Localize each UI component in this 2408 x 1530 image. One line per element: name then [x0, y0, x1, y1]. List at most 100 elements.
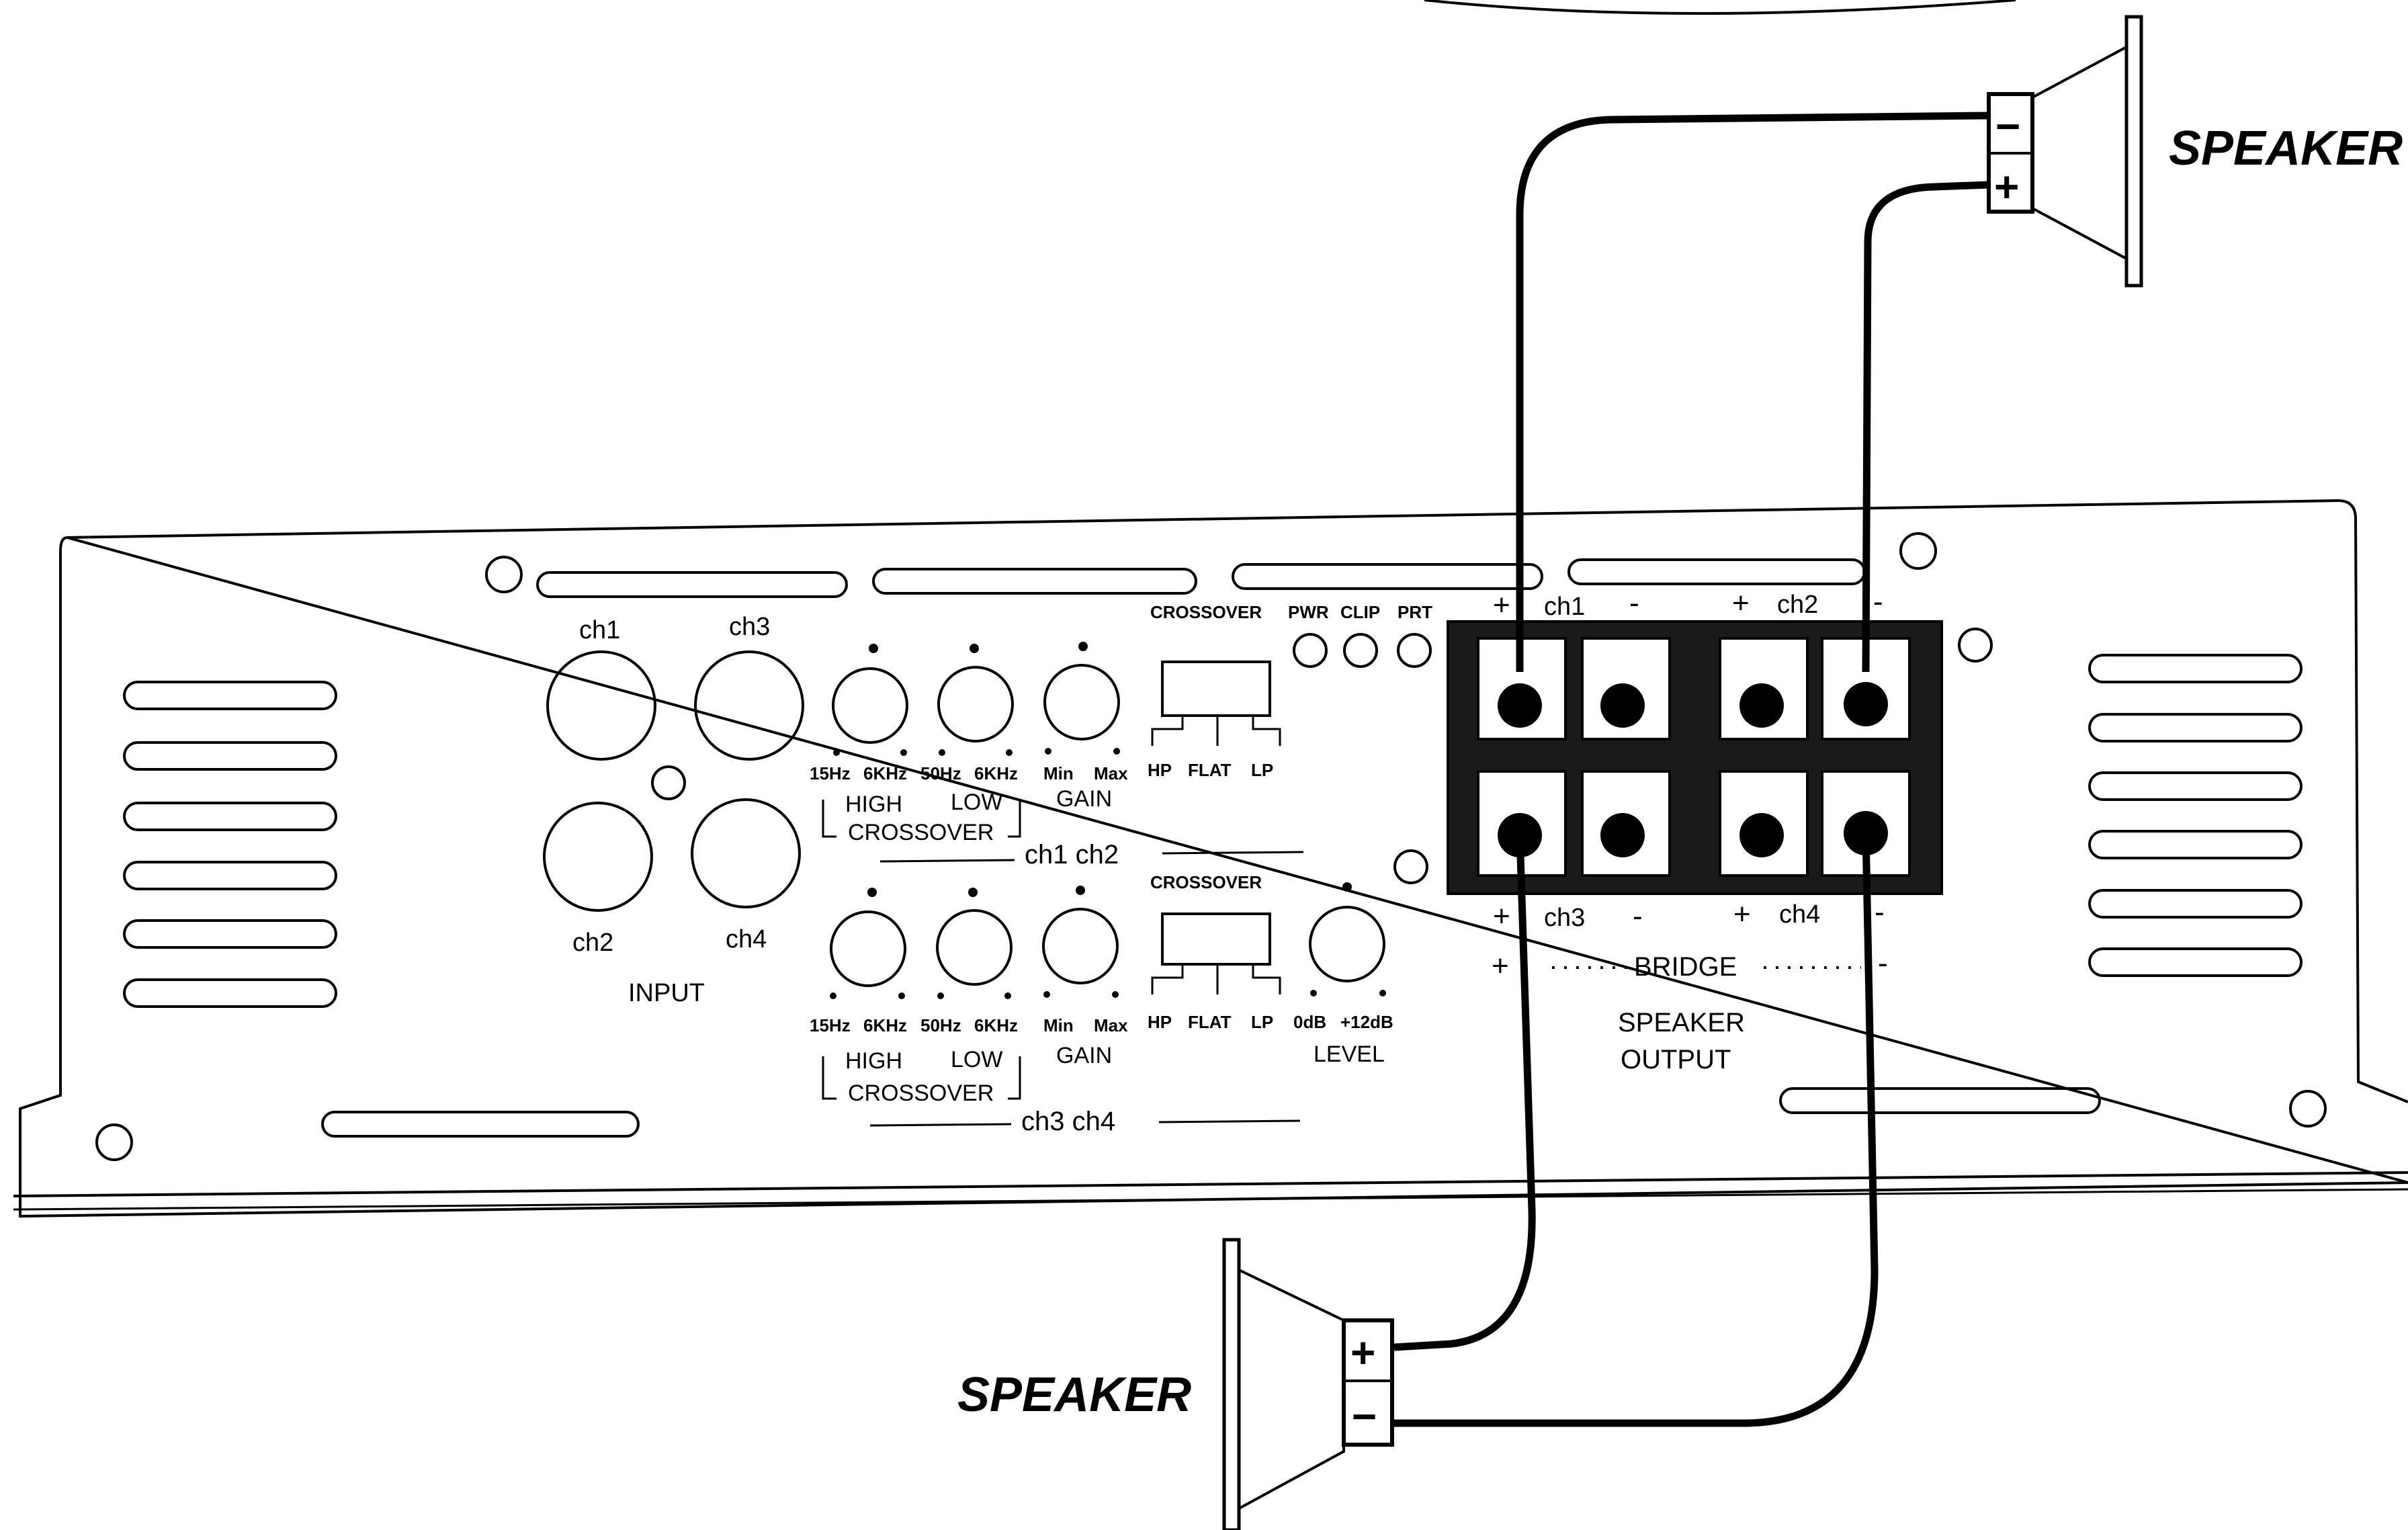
channels-label-ch1-ch2: ch1 ch2 [1025, 840, 1119, 869]
svg-text:-: - [1633, 900, 1643, 933]
gain-label: GAIN [1056, 786, 1112, 812]
mounting-hole [1899, 532, 1937, 570]
svg-text:+12dB: +12dB [1340, 1012, 1393, 1032]
svg-text:Min: Min [1043, 763, 1074, 783]
level-knob[interactable] [1309, 906, 1385, 982]
wire-ch2-minus [1862, 181, 1989, 673]
svg-text:HP: HP [1148, 760, 1172, 780]
speaker-top-minus: − [1995, 102, 2020, 151]
crossover-switch-title: CROSSOVER [1150, 872, 1262, 892]
high-crossover-knob[interactable] [830, 910, 906, 987]
terminal-ch2-plus[interactable] [1719, 637, 1809, 740]
vent-slot [1779, 1087, 2101, 1114]
svg-text:6KHz: 6KHz [863, 763, 907, 783]
mounting-hole [1958, 628, 1993, 663]
high-crossover-knob[interactable] [832, 667, 908, 744]
svg-text:50Hz: 50Hz [920, 1015, 961, 1035]
output-ch3-label: ch3 [1544, 904, 1585, 932]
crossover-switch[interactable] [1161, 661, 1271, 717]
amplifier-panel: ch1 ch3 ch2 ch4 INPUT 15Hz 6KHz 50Hz 6KH… [13, 499, 2408, 1218]
low-label: LOW [951, 1047, 1002, 1072]
controls-ch3-ch4: 15Hz 6KHz 50Hz 6KHz Min Max 0dB +12dB HI… [810, 872, 1393, 1136]
speaker-output-title-2: OUTPUT [1621, 1045, 1731, 1074]
gain-label: GAIN [1056, 1043, 1112, 1068]
svg-text:Max: Max [1094, 1015, 1128, 1035]
indicators: PWR CLIP PRT [1288, 602, 1432, 668]
svg-text:CLIP: CLIP [1340, 602, 1380, 622]
speaker-top-plus: + [1994, 163, 2019, 211]
wire-ch4-minus [1394, 833, 1879, 1427]
speaker-bottom-terminal[interactable] [1342, 1318, 1394, 1447]
crossover-switch[interactable] [1161, 912, 1271, 966]
terminal-ch4-plus[interactable] [1719, 770, 1809, 877]
speaker-wires [1393, 112, 1989, 1427]
speaker-bottom-plus: + [1350, 1328, 1375, 1377]
svg-text:+: + [1493, 589, 1510, 622]
left-vents [123, 681, 337, 1008]
input-title: INPUT [628, 979, 705, 1007]
high-label: HIGH [845, 792, 902, 817]
vent-slot [1567, 558, 1866, 585]
speaker-output-block: + ch1 - + ch2 - + ch3 - + ch4 - + BRIDGE… [1447, 585, 1943, 1074]
svg-text:-: - [1875, 896, 1885, 929]
terminal-ch4-minus[interactable] [1821, 770, 1911, 877]
crossover-label: CROSSOVER [848, 1080, 994, 1106]
svg-text:+: + [1732, 587, 1750, 620]
svg-text:HP: HP [1148, 1012, 1172, 1032]
svg-text:FLAT: FLAT [1188, 1012, 1232, 1032]
speaker-bottom-label: SPEAKER [957, 1368, 1191, 1422]
wire-ch3-plus [1393, 835, 1536, 1351]
clip-led [1343, 633, 1378, 668]
terminal-ch2-minus[interactable] [1821, 637, 1911, 740]
prt-led [1397, 633, 1432, 668]
vent-slot [872, 568, 1197, 595]
bridge-label: BRIDGE [1634, 952, 1737, 982]
input-jack-ch1[interactable] [546, 650, 656, 761]
svg-text:6KHz: 6KHz [974, 763, 1018, 783]
svg-text:6KHz: 6KHz [974, 1015, 1018, 1035]
top-cable-arc [1424, 0, 2016, 15]
terminal-ch1-minus[interactable] [1581, 637, 1671, 740]
pwr-led [1293, 633, 1328, 668]
speaker-bottom: + − SPEAKER [957, 1238, 1394, 1530]
output-ch2-label: ch2 [1777, 591, 1818, 619]
vent-slot [536, 571, 848, 598]
input-ch1-label: ch1 [579, 616, 620, 644]
low-crossover-knob[interactable] [936, 909, 1013, 986]
input-jack-ch3[interactable] [694, 650, 804, 761]
svg-text:Max: Max [1094, 763, 1128, 783]
svg-text:-: - [1629, 587, 1639, 620]
speaker-output-title: SPEAKER [1618, 1008, 1745, 1037]
speaker-top-label: SPEAKER [2169, 122, 2403, 175]
gain-knob[interactable] [1042, 908, 1119, 984]
input-jack-ch4[interactable] [691, 798, 801, 908]
speaker-top-rim [2124, 15, 2143, 288]
mounting-hole [1393, 849, 1428, 884]
crossover-label: CROSSOVER [848, 820, 994, 845]
controls-ch1-ch2: 15Hz 6KHz 50Hz 6KHz Min Max HIGH LOW GAI… [810, 602, 1304, 869]
input-ch3-label: ch3 [729, 613, 770, 641]
crossover-switch-title: CROSSOVER [1150, 602, 1262, 622]
vent-slot [1232, 563, 1543, 590]
svg-text:-: - [1873, 585, 1883, 618]
mounting-hole [651, 765, 686, 800]
svg-text:LP: LP [1251, 760, 1273, 780]
channels-label-ch3-ch4: ch3 ch4 [1021, 1107, 1115, 1136]
svg-text:LP: LP [1251, 1012, 1273, 1032]
svg-text:15Hz: 15Hz [810, 763, 851, 783]
level-label: LEVEL [1314, 1042, 1385, 1067]
svg-text:PWR: PWR [1288, 602, 1329, 622]
svg-text:-: - [1878, 947, 1888, 980]
terminal-ch3-minus[interactable] [1581, 770, 1671, 877]
gain-knob[interactable] [1043, 664, 1120, 740]
input-jack-ch2[interactable] [543, 802, 653, 912]
mounting-hole [2289, 1090, 2327, 1128]
speaker-bottom-minus: − [1352, 1392, 1377, 1441]
svg-text:FLAT: FLAT [1188, 760, 1232, 780]
high-label: HIGH [845, 1048, 902, 1074]
low-crossover-knob[interactable] [937, 666, 1014, 742]
speaker-bottom-rim [1222, 1238, 1241, 1530]
svg-text:+: + [1733, 898, 1751, 931]
mounting-hole [95, 1123, 133, 1161]
svg-text:50Hz: 50Hz [920, 763, 961, 783]
